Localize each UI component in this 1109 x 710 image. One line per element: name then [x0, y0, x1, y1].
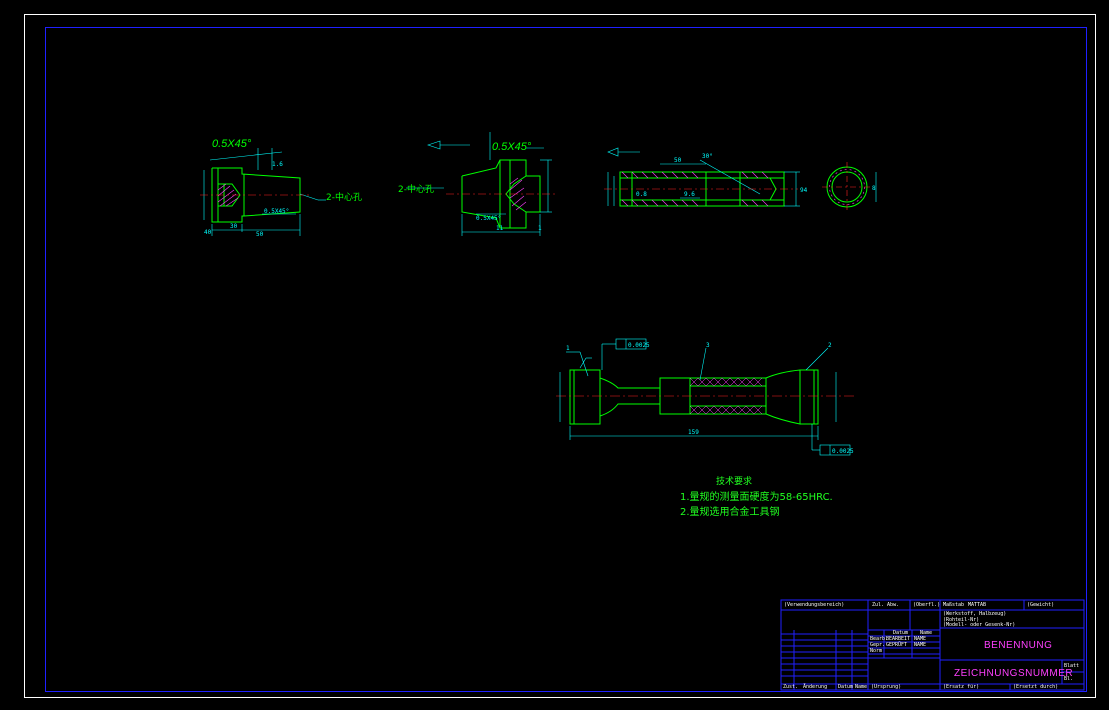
tb-name: Name: [920, 630, 933, 636]
view4-part[interactable]: [822, 162, 877, 212]
tb-gepr: Gepr.: [870, 642, 886, 648]
view1-dim-30: 30: [230, 223, 238, 230]
tb-rohteil: (Rohteil-Nr): [943, 617, 980, 623]
assembly-tol-top: 0.0025: [628, 342, 650, 349]
notes-line1: 1.量规的测量面硬度为58-65HRC.: [680, 492, 833, 503]
tb-gewicht: (Gewicht): [1027, 602, 1055, 608]
assembly-tol-bottom: 0.0025: [832, 448, 854, 455]
view3-dim-50: 50: [674, 157, 682, 164]
assembly-balloon-2: 2: [828, 342, 832, 349]
title-block-grid: [780, 599, 1085, 691]
tb-datum2: Datum: [838, 684, 854, 690]
tb-gepr-name: GEPRÜFT: [886, 642, 908, 648]
tb-bearb-name: BEARBEIT: [886, 636, 911, 642]
tb-massstab: Maßstab: [943, 602, 965, 608]
tb-zust: Zust.: [783, 684, 799, 690]
notes-line2: 2.量规选用合金工具钢: [680, 507, 780, 518]
view1-dim-40: 40: [204, 229, 212, 236]
view3-dim-30deg: 30°: [702, 153, 713, 160]
tb-verwendungsbereich: (Verwendungsbereich): [784, 602, 845, 608]
tb-zeichnungsnummer[interactable]: ZEICHNUNGSNUMMER: [954, 668, 1074, 679]
tb-benennung[interactable]: BENENNUNG: [984, 640, 1053, 651]
outer-frame: [24, 14, 1096, 698]
view4-dim-8: 8: [872, 185, 876, 192]
tb-ersatz-fuer: (Ersatz für): [943, 684, 980, 690]
view3-dim-0-8: 0.8: [636, 191, 647, 198]
assembly-balloon-1: 1: [566, 345, 570, 352]
tb-ursprung: (Ursprung): [871, 684, 902, 690]
tb-name2: Name: [855, 684, 868, 690]
view3-dim-9-6: 9.6: [684, 191, 695, 198]
tb-oberfl: (Oberfl.): [913, 602, 941, 608]
view3-dim-94: 94: [800, 187, 808, 194]
view3-part[interactable]: [604, 147, 800, 207]
assembly-length: 159: [688, 429, 699, 436]
tb-ersetzt-durch: (Ersetzt durch): [1013, 684, 1059, 690]
tb-norm: Norm: [870, 648, 883, 654]
tb-blatt: Blatt: [1064, 663, 1080, 669]
view1-part[interactable]: [200, 148, 326, 236]
view2-dim-1: 1: [538, 225, 542, 232]
notes-heading: 技术要求: [716, 477, 753, 487]
tb-bearb: Bearb.: [870, 636, 889, 642]
view1-dim-chamfer2: 0.5X45°: [264, 208, 289, 215]
tb-massstab-value: MATTAB: [968, 602, 987, 608]
view2-dim-11: 11: [496, 225, 504, 232]
view2-callout: 2-中心孔: [398, 183, 434, 195]
view2-part[interactable]: [406, 132, 556, 236]
view2-dim-chamfer2: 0.5X45°: [476, 215, 501, 222]
tb-gepr-name2: NAME: [914, 642, 927, 648]
view1-dim-50: 50: [256, 231, 264, 238]
tb-aenderung: Änderung: [803, 684, 828, 690]
tb-modell: (Modell- oder Gesenk-Nr): [943, 622, 1016, 628]
tb-blaetter: Bl.: [1064, 676, 1074, 682]
tb-bearb-name2: NAME: [914, 636, 927, 642]
knurl-hatch: [689, 377, 763, 415]
tb-datum: Datum: [893, 630, 909, 636]
inner-frame: [45, 27, 1087, 692]
assembly-part[interactable]: [569, 369, 819, 425]
assembly-balloon-3: 3: [706, 342, 710, 349]
view1-dim-roughness: 1.6: [272, 161, 283, 168]
tb-werkstoff: (Werkstoff, Halbzeug): [943, 611, 1007, 617]
view2-chamfer-label: 0.5X45°: [492, 141, 532, 153]
assembly-dims: [559, 338, 851, 456]
view1-chamfer-label: 0.5X45°: [212, 138, 252, 150]
view1-callout: 2-中心孔: [326, 191, 362, 203]
tb-zul-abw: Zul. Abw.: [872, 602, 900, 608]
